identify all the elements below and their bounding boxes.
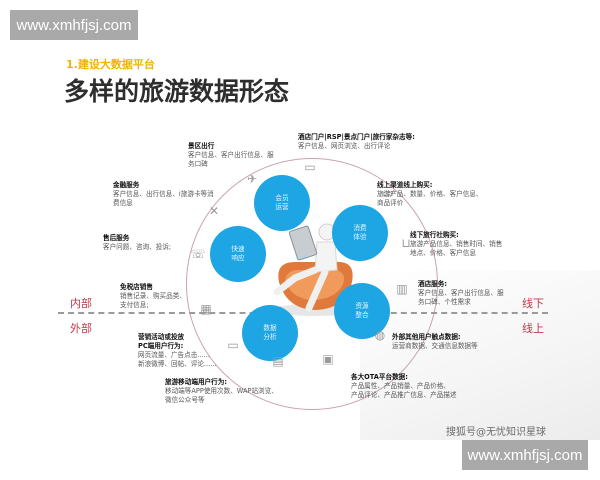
page-title: 多样的旅游数据形态 <box>64 77 290 106</box>
block-hotel-portal: 酒店门户|RSP|景点门户|旅行家杂志等: 客户信息、网页浏览、出行评论 <box>298 133 415 150</box>
bubble-resource-integration: 资源整合 <box>334 283 390 339</box>
hotel-icon: ▥ <box>396 282 408 296</box>
phone-icon: ☏ <box>190 247 206 261</box>
label-online: 线上 <box>522 322 544 335</box>
bubble-quick-response: 快速响应 <box>210 226 266 282</box>
source-attribution: 搜狐号@无忧知识星球 <box>446 427 546 438</box>
watermark-bottom: www.xmhfjsj.com <box>462 440 588 470</box>
label-inner: 内部 <box>70 297 92 310</box>
monitor-icon: ▭ <box>227 338 239 352</box>
block-hotel-service: 酒店服务: 客户信息、客户出行信息、服务口碑、个性需求 <box>418 280 504 306</box>
block-mobile: 旅游移动端用户行为: 移动端等APP使用次数、WAP站浏览、微信公众号等 <box>165 378 278 404</box>
calculator-icon: ▤ <box>272 354 284 368</box>
block-online-purchase: 线上渠道线上购买: 旅游产品、数量、价格、客户信息、商品评价 <box>377 181 483 207</box>
bubble-consumer-experience: 消费体验 <box>332 205 388 261</box>
block-duty-free: 免税店销售 销售记录、购买品类、支付信息; <box>120 283 186 309</box>
block-ota: 各大OTA平台数据: 产品属性、产品销量、产品价格、 产品评论、产品推广信息、产… <box>351 373 457 399</box>
label-offline: 线下 <box>522 297 544 310</box>
card-icon: ▭ <box>382 186 394 200</box>
block-external-touch: 外部其他用户触点数据: 运营商数据、交通信息数据等 <box>392 333 478 350</box>
globe-icon: ◍ <box>374 328 386 342</box>
basket-icon: ⊔ <box>401 236 411 250</box>
cash-register-icon: ▦ <box>200 302 212 316</box>
outer-ring <box>186 158 438 410</box>
watermark-top: www.xmhfjsj.com <box>10 10 138 40</box>
block-marketing-pc: 营销活动或投放 PC端用户行为: 网页流量、广告点击...... 新浪微博、回帖… <box>138 333 217 368</box>
tablet-icon: ▣ <box>322 352 334 366</box>
wrench-icon: ✕ <box>208 204 220 218</box>
block-scenic-travel: 景区出行 客户信息、客户出行信息、服务口碑 <box>188 142 274 168</box>
block-finance: 金融服务 客户信息、出行信息、i旅游卡等消费信息 <box>113 181 214 207</box>
block-after-sales: 售后服务 客户问题、咨询、投诉; <box>103 234 172 251</box>
label-outer: 外部 <box>70 322 92 335</box>
browser-icon: ▭ <box>304 160 316 174</box>
block-offline-agency: 线下旅行社购买: 旅游产品信息、销售时间、销售地点、价格、客户信息 <box>410 231 503 257</box>
section-subtitle: 1.建设大数据平台 <box>66 58 155 71</box>
bubble-member-operation: 会员运营 <box>254 175 310 231</box>
plane-icon: ✈ <box>246 172 258 186</box>
bubble-data-analysis: 数据分析 <box>242 305 298 361</box>
